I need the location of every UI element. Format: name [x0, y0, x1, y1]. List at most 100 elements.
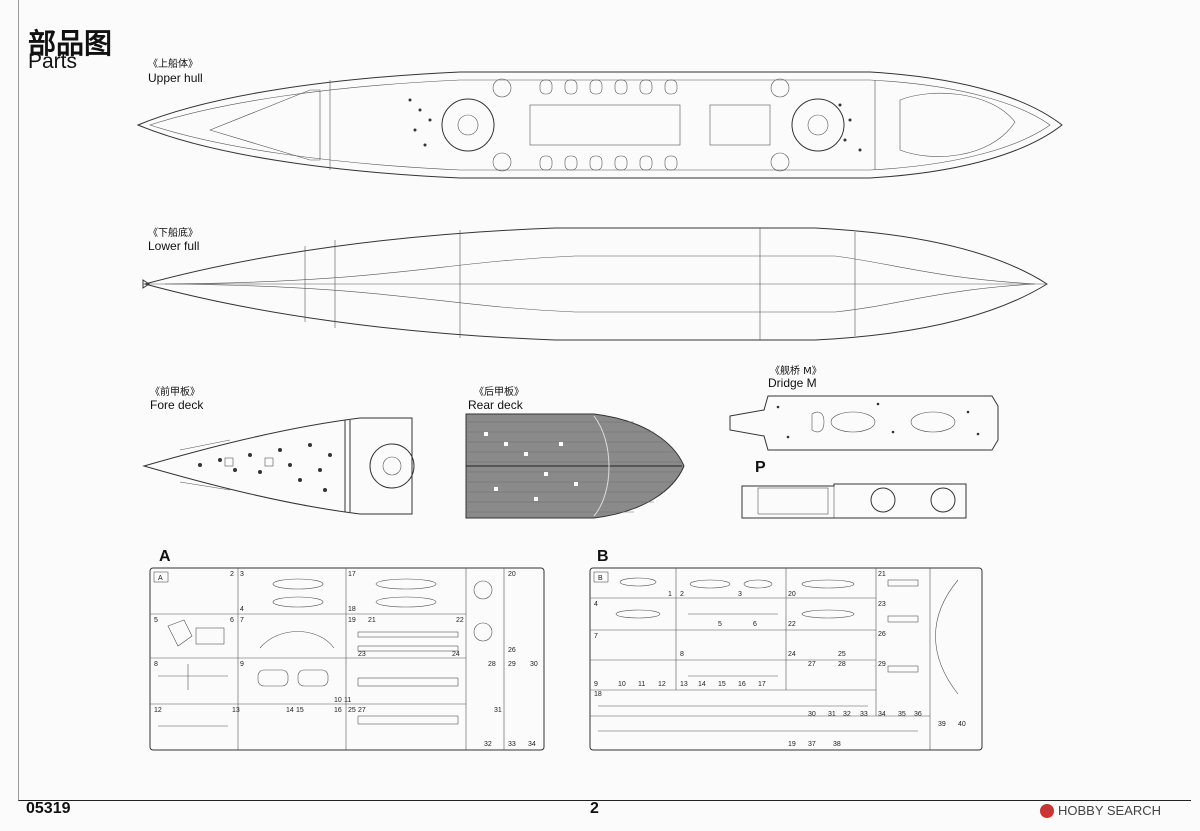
sprue-p-letter: P — [755, 459, 766, 476]
svg-text:5: 5 — [154, 617, 158, 624]
svg-text:3: 3 — [738, 591, 742, 598]
svg-text:11: 11 — [344, 697, 351, 704]
svg-text:15: 15 — [296, 707, 304, 714]
svg-text:6: 6 — [753, 621, 757, 628]
svg-text:23: 23 — [878, 601, 886, 608]
svg-text:25: 25 — [838, 651, 846, 658]
fore-deck-label-cn: 《前甲板》 — [150, 387, 200, 398]
svg-text:25: 25 — [348, 707, 356, 714]
svg-text:9: 9 — [240, 661, 244, 668]
svg-text:35: 35 — [898, 711, 906, 718]
svg-text:16: 16 — [334, 707, 342, 714]
upper-hull-label-en: Upper hull — [148, 71, 203, 85]
svg-text:7: 7 — [240, 617, 244, 624]
svg-text:40: 40 — [958, 721, 966, 728]
svg-text:22: 22 — [788, 621, 796, 628]
fore-deck-drawing — [142, 417, 415, 515]
svg-text:24: 24 — [788, 651, 796, 658]
svg-text:23: 23 — [358, 651, 366, 658]
svg-text:17: 17 — [758, 681, 766, 688]
svg-text:1: 1 — [668, 591, 672, 598]
svg-text:29: 29 — [878, 661, 886, 668]
bridge-m-label-en: Dridge M — [768, 376, 817, 390]
svg-text:31: 31 — [828, 711, 836, 718]
svg-text:37: 37 — [808, 741, 816, 748]
svg-text:33: 33 — [860, 711, 868, 718]
svg-text:5: 5 — [718, 621, 722, 628]
sprue-a-letter: A — [159, 548, 171, 565]
sprue-p-drawing — [741, 483, 967, 519]
svg-text:8: 8 — [680, 651, 684, 658]
svg-text:38: 38 — [833, 741, 841, 748]
svg-text:26: 26 — [878, 631, 886, 638]
svg-text:14: 14 — [286, 707, 294, 714]
svg-text:10: 10 — [618, 681, 626, 688]
svg-text:26: 26 — [508, 647, 516, 654]
svg-text:34: 34 — [528, 741, 536, 748]
svg-text:17: 17 — [348, 571, 356, 578]
lower-hull-label-en: Lower full — [148, 239, 200, 253]
svg-text:12: 12 — [658, 681, 666, 688]
upper-hull-drawing — [136, 71, 1063, 179]
svg-text:13: 13 — [680, 681, 688, 688]
watermark-logo-icon — [1040, 803, 1054, 818]
rear-deck-drawing — [465, 413, 685, 519]
watermark-text: HOBBY SEARCH — [1058, 803, 1162, 818]
watermark: HOBBY SEARCH — [1040, 803, 1161, 818]
svg-text:39: 39 — [938, 721, 946, 728]
page-frame — [18, 0, 1191, 801]
page-number: 2 — [590, 800, 599, 817]
svg-text:7: 7 — [594, 633, 598, 640]
svg-text:21: 21 — [878, 571, 886, 578]
svg-text:21: 21 — [368, 617, 376, 624]
svg-text:30: 30 — [530, 661, 538, 668]
svg-text:19: 19 — [348, 617, 356, 624]
sprue-b-tab: B — [598, 575, 603, 582]
svg-text:30: 30 — [808, 711, 816, 718]
svg-text:20: 20 — [508, 571, 516, 578]
svg-text:16: 16 — [738, 681, 746, 688]
svg-text:20: 20 — [788, 591, 796, 598]
svg-text:4: 4 — [240, 606, 244, 613]
svg-text:19: 19 — [788, 741, 796, 748]
page-title-cn: 部品图 — [28, 27, 113, 60]
svg-text:9: 9 — [594, 681, 598, 688]
sprue-b-letter: B — [597, 548, 609, 565]
svg-text:2: 2 — [680, 591, 684, 598]
fore-deck-label-en: Fore deck — [150, 398, 204, 412]
bridge-m-drawing — [729, 395, 999, 451]
svg-text:13: 13 — [232, 707, 240, 714]
svg-text:34: 34 — [878, 711, 886, 718]
rear-deck-label-cn: 《后甲板》 — [474, 387, 524, 398]
bridge-m-label-cn: 《舰桥 M》 — [770, 366, 822, 377]
svg-text:8: 8 — [154, 661, 158, 668]
svg-text:10: 10 — [334, 697, 342, 704]
svg-text:6: 6 — [230, 617, 234, 624]
svg-text:11: 11 — [638, 681, 645, 688]
svg-text:3: 3 — [240, 571, 244, 578]
svg-text:22: 22 — [456, 617, 464, 624]
svg-text:12: 12 — [154, 707, 162, 714]
rear-deck-label-en: Rear deck — [468, 398, 523, 412]
svg-text:4: 4 — [594, 601, 598, 608]
svg-text:24: 24 — [452, 651, 460, 658]
sprue-a-tab: A — [158, 575, 163, 582]
svg-text:18: 18 — [594, 691, 602, 698]
svg-text:14: 14 — [698, 681, 706, 688]
svg-text:28: 28 — [488, 661, 496, 668]
svg-text:28: 28 — [838, 661, 846, 668]
svg-text:2: 2 — [230, 571, 234, 578]
upper-hull-label-cn: 《上船体》 — [148, 59, 198, 70]
svg-text:32: 32 — [843, 711, 851, 718]
svg-text:27: 27 — [808, 661, 816, 668]
svg-text:27: 27 — [358, 707, 366, 714]
page-title-en: Parts — [28, 50, 78, 73]
svg-text:31: 31 — [494, 707, 502, 714]
svg-text:32: 32 — [484, 741, 492, 748]
svg-text:18: 18 — [348, 606, 356, 613]
lower-hull-label-cn: 《下船底》 — [148, 228, 198, 239]
svg-text:36: 36 — [914, 711, 922, 718]
svg-text:29: 29 — [508, 661, 516, 668]
